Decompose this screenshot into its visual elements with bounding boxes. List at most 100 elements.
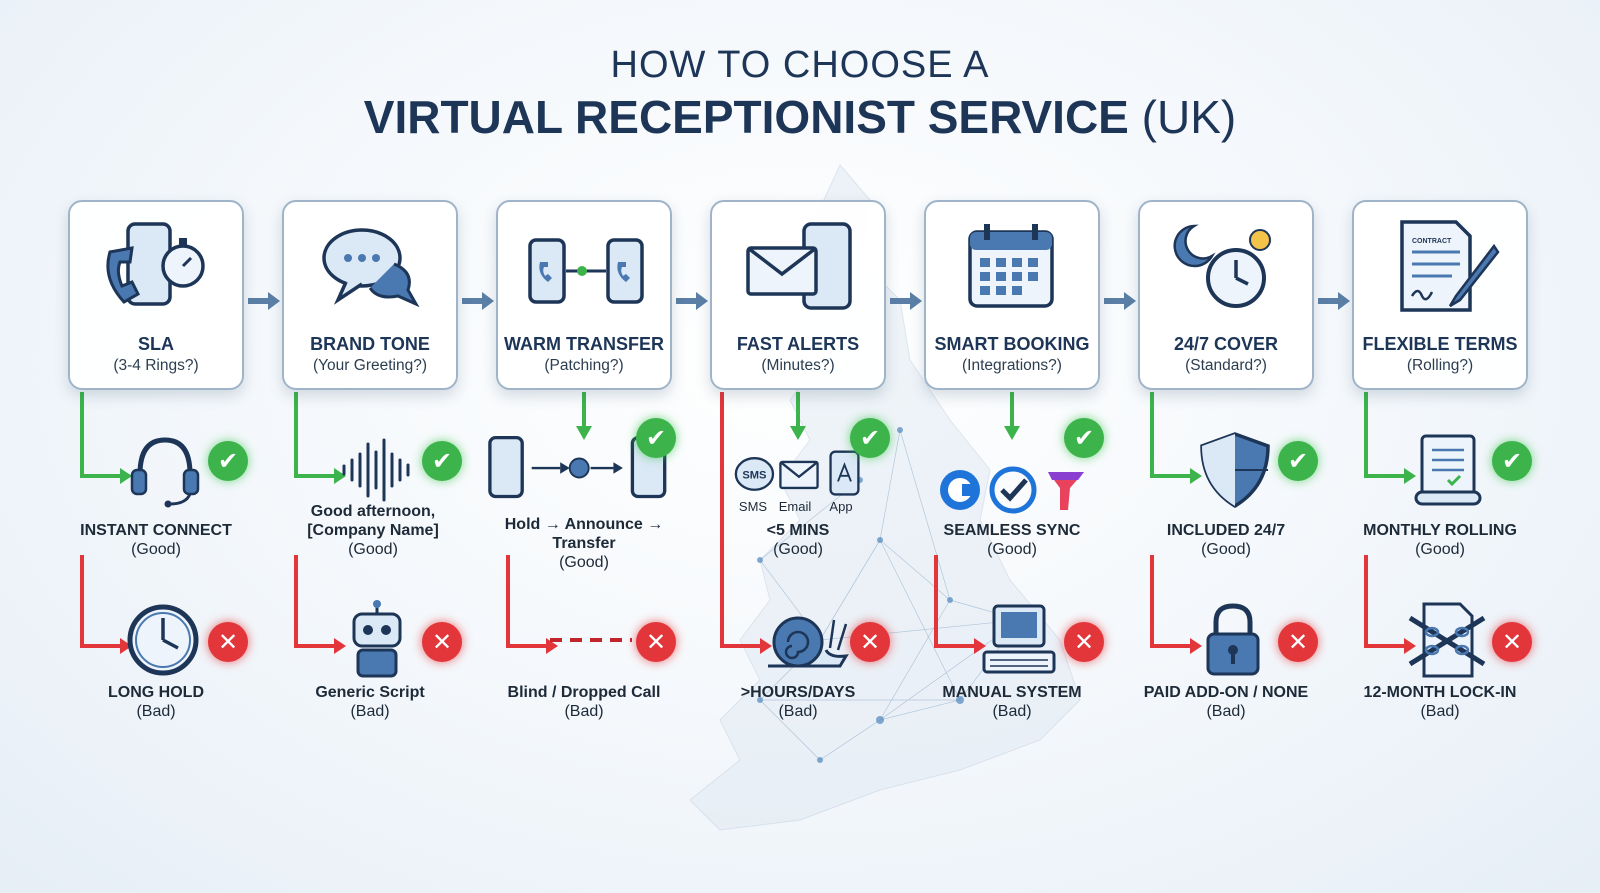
alert-channel-label: Email bbox=[778, 499, 812, 514]
good-outcome-label: INSTANT CONNECT (Good) bbox=[56, 521, 256, 559]
good-connector bbox=[294, 392, 336, 478]
good-outcome-text: Hold → Announce → Transfer bbox=[504, 516, 664, 552]
bad-outcome-rating: (Bad) bbox=[1206, 703, 1246, 720]
good-outcome-text: SEAMLESS SYNC bbox=[943, 522, 1081, 539]
good-connector bbox=[1150, 392, 1192, 478]
step-arrowhead-6 bbox=[1338, 292, 1350, 310]
envelope-phone-icon bbox=[740, 216, 860, 316]
good-outcome-label: MONTHLY ROLLING (Good) bbox=[1340, 521, 1540, 559]
phone-chain-icon bbox=[488, 430, 678, 510]
integration-logos-icon bbox=[938, 458, 1088, 518]
alert-channels-icon: SMS bbox=[734, 448, 864, 504]
cross-icon: ✕ bbox=[1064, 622, 1104, 662]
step-subtitle: (Patching?) bbox=[544, 357, 624, 374]
bad-outcome-label: >HOURS/DAYS (Bad) bbox=[698, 683, 898, 721]
check-icon: ✔ bbox=[208, 441, 248, 481]
step-title: SLA bbox=[138, 334, 174, 354]
bad-connector bbox=[1364, 555, 1406, 648]
good-outcome-rating: (Good) bbox=[773, 541, 823, 558]
step-subtitle: (3-4 Rings?) bbox=[113, 357, 199, 374]
step-card-2: BRAND TONE (Your Greeting?) bbox=[282, 200, 458, 390]
chained-document-icon bbox=[1402, 600, 1492, 680]
check-icon: ✔ bbox=[1492, 441, 1532, 481]
phone-transfer-icon bbox=[526, 216, 646, 316]
good-outcome-text: INCLUDED 24/7 bbox=[1166, 522, 1286, 539]
check-icon: ✔ bbox=[422, 441, 462, 481]
step-card-1: SLA (3-4 Rings?) bbox=[68, 200, 244, 390]
cross-icon: ✕ bbox=[1278, 622, 1318, 662]
svg-text:SMS: SMS bbox=[742, 470, 766, 482]
bad-outcome-text: Generic Script bbox=[315, 684, 425, 701]
bad-outcome-rating: (Bad) bbox=[778, 703, 818, 720]
title-line-2: VIRTUAL RECEPTIONIST SERVICE (UK) bbox=[0, 90, 1600, 144]
scroll-icon bbox=[1404, 430, 1494, 510]
bad-outcome-label: 12-MONTH LOCK-IN (Bad) bbox=[1340, 683, 1540, 721]
contract-pen-icon: CONTRACT bbox=[1382, 216, 1502, 316]
clock-icon bbox=[118, 600, 208, 680]
step-subtitle: (Minutes?) bbox=[761, 357, 835, 374]
good-outcome-text: INSTANT CONNECT bbox=[80, 522, 232, 539]
alert-channel-label: App bbox=[829, 499, 853, 514]
good-outcome-label: <5 MINS (Good) bbox=[698, 521, 898, 559]
cross-icon: ✕ bbox=[422, 622, 462, 662]
step-subtitle: (Integrations?) bbox=[962, 357, 1062, 374]
bad-outcome-rating: (Bad) bbox=[350, 703, 390, 720]
good-connector bbox=[1364, 392, 1406, 478]
padlock-icon bbox=[1188, 600, 1278, 680]
bad-outcome-text: MANUAL SYSTEM bbox=[942, 684, 1082, 701]
bad-connector bbox=[80, 555, 122, 648]
bad-outcome-label: MANUAL SYSTEM (Bad) bbox=[912, 683, 1112, 721]
bad-outcome-rating: (Bad) bbox=[1420, 703, 1460, 720]
good-outcome-text: Good afternoon, [Company Name] bbox=[307, 503, 439, 539]
good-outcome-rating: (Good) bbox=[131, 541, 181, 558]
bad-outcome-text: PAID ADD-ON / NONE bbox=[1143, 684, 1309, 701]
good-outcome-label: Good afternoon, [Company Name](Good) bbox=[288, 502, 458, 559]
title-suffix: (UK) bbox=[1141, 91, 1237, 143]
bad-outcome-text: LONG HOLD bbox=[108, 684, 204, 701]
good-outcome-rating: (Good) bbox=[1201, 541, 1251, 558]
cross-icon: ✕ bbox=[636, 622, 676, 662]
speech-bubbles-icon bbox=[312, 216, 432, 316]
good-connector bbox=[80, 392, 122, 478]
bad-outcome-rating: (Bad) bbox=[136, 703, 176, 720]
good-outcome-rating: (Good) bbox=[1415, 541, 1465, 558]
good-arrowhead bbox=[1004, 426, 1020, 440]
bad-outcome-label: Generic Script (Bad) bbox=[270, 683, 470, 721]
bad-outcome-text: >HOURS/DAYS bbox=[740, 684, 856, 701]
title-line-1: HOW TO CHOOSE A bbox=[610, 44, 990, 86]
bad-outcome-text: 12-MONTH LOCK-IN bbox=[1363, 684, 1517, 701]
bad-connector bbox=[294, 555, 336, 648]
step-card-6: 24/7 COVER (Standard?) bbox=[1138, 200, 1314, 390]
step-title: FLEXIBLE TERMS bbox=[1362, 334, 1518, 354]
bad-outcome-label: PAID ADD-ON / NONE (Bad) bbox=[1126, 683, 1326, 721]
step-card-3: WARM TRANSFER (Patching?) bbox=[496, 200, 672, 390]
step-title: 24/7 COVER bbox=[1173, 334, 1279, 354]
alert-channel-label: SMS bbox=[738, 499, 768, 514]
step-card-5: SMART BOOKING (Integrations?) bbox=[924, 200, 1100, 390]
good-outcome-label: SEAMLESS SYNC(Good) bbox=[912, 521, 1112, 559]
step-subtitle: (Your Greeting?) bbox=[312, 357, 428, 374]
step-card-7: CONTRACT FLEXIBLE TERMS (Rolling?) bbox=[1352, 200, 1528, 390]
check-icon: ✔ bbox=[850, 418, 890, 458]
bad-outcome-label: LONG HOLD (Bad) bbox=[56, 683, 256, 721]
good-outcome-label: Hold → Announce → Transfer(Good) bbox=[499, 515, 669, 572]
step-subtitle: (Standard?) bbox=[1185, 357, 1267, 374]
check-icon: ✔ bbox=[636, 418, 676, 458]
bad-connector bbox=[1150, 555, 1192, 648]
bad-outcome-label: Blind / Dropped Call(Bad) bbox=[484, 683, 684, 721]
good-outcome-text: MONTHLY ROLLING bbox=[1363, 522, 1517, 539]
dashed-line-icon bbox=[546, 600, 636, 680]
step-title: WARM TRANSFER bbox=[504, 334, 664, 354]
snail-icon bbox=[760, 600, 850, 680]
step-arrowhead-3 bbox=[696, 292, 708, 310]
step-subtitle: (Rolling?) bbox=[1406, 357, 1474, 374]
step-title: SMART BOOKING bbox=[934, 334, 1090, 354]
step-title: BRAND TONE bbox=[310, 334, 430, 354]
good-outcome-text: <5 MINS bbox=[766, 522, 830, 539]
headset-icon bbox=[120, 430, 210, 510]
step-arrowhead-1 bbox=[268, 292, 280, 310]
check-icon: ✔ bbox=[1278, 441, 1318, 481]
robot-icon bbox=[332, 600, 422, 680]
bad-outcome-rating: (Bad) bbox=[992, 703, 1032, 720]
step-arrowhead-5 bbox=[1124, 292, 1136, 310]
